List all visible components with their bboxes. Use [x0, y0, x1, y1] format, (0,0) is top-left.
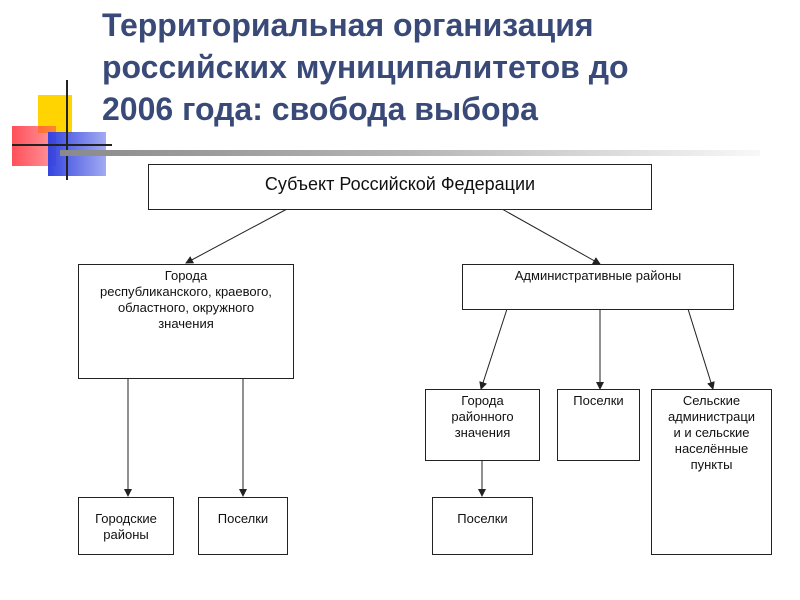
- arrow-admin-to-district-cities: [479, 308, 508, 390]
- arrow-root-to-cities: [185, 208, 288, 264]
- box-admin-districts: Административные районы: [462, 264, 734, 310]
- box-district-cities: Города районного значения: [425, 389, 540, 461]
- title-line-1: Территориальная организация: [102, 7, 594, 43]
- box-rural-line-3: и и сельские: [673, 425, 750, 440]
- box-settlements-admin: Поселки: [557, 389, 640, 461]
- box-rural-line-2: администраци: [667, 409, 756, 424]
- box-cities: Города республиканского, краевого, облас…: [78, 264, 294, 379]
- arrow-root-to-admin: [501, 208, 601, 265]
- box-settlements-district-city-label: Поселки: [457, 511, 508, 526]
- box-rural-line-1: Сельские: [682, 393, 741, 408]
- box-district-cities-line-3: значения: [454, 425, 511, 440]
- box-settlements-district-city: Поселки: [432, 497, 533, 555]
- box-settlements-city-label: Поселки: [217, 511, 269, 526]
- box-cities-line-4: значения: [158, 316, 214, 331]
- box-cities-line-3: областного, окружного: [117, 300, 255, 315]
- logo-horizontal-line: [12, 144, 112, 146]
- box-city-districts-line-1: Городские: [95, 511, 157, 526]
- arrow-admin-to-rural: [687, 308, 715, 390]
- box-cities-line-1: Города: [164, 268, 208, 283]
- box-rural-administrations: Сельские администраци и и сельские насел…: [651, 389, 772, 555]
- box-district-cities-line-2: районного: [451, 409, 514, 424]
- box-city-districts: Городские районы: [78, 497, 174, 555]
- title-line-2: российских муниципалитетов до: [102, 49, 629, 85]
- box-district-cities-line-1: Города: [461, 393, 504, 408]
- box-federal-subject-label: Субъект Российской Федерации: [264, 174, 536, 194]
- box-rural-line-4: населённые: [674, 441, 749, 456]
- box-settlements-city: Поселки: [198, 497, 288, 555]
- title-divider: [60, 150, 760, 156]
- box-settlements-admin-label: Поселки: [573, 393, 624, 408]
- title-line-3: 2006 года: свобода выбора: [102, 91, 538, 127]
- box-rural-line-5: пункты: [690, 457, 733, 472]
- logo-vertical-line: [66, 80, 68, 180]
- box-federal-subject: Субъект Российской Федерации: [148, 164, 652, 210]
- box-city-districts-line-2: районы: [103, 527, 149, 542]
- box-cities-line-2: республиканского, краевого,: [100, 284, 272, 299]
- slide-title: Территориальная организация российских м…: [102, 4, 792, 130]
- box-admin-districts-label: Административные районы: [514, 268, 682, 283]
